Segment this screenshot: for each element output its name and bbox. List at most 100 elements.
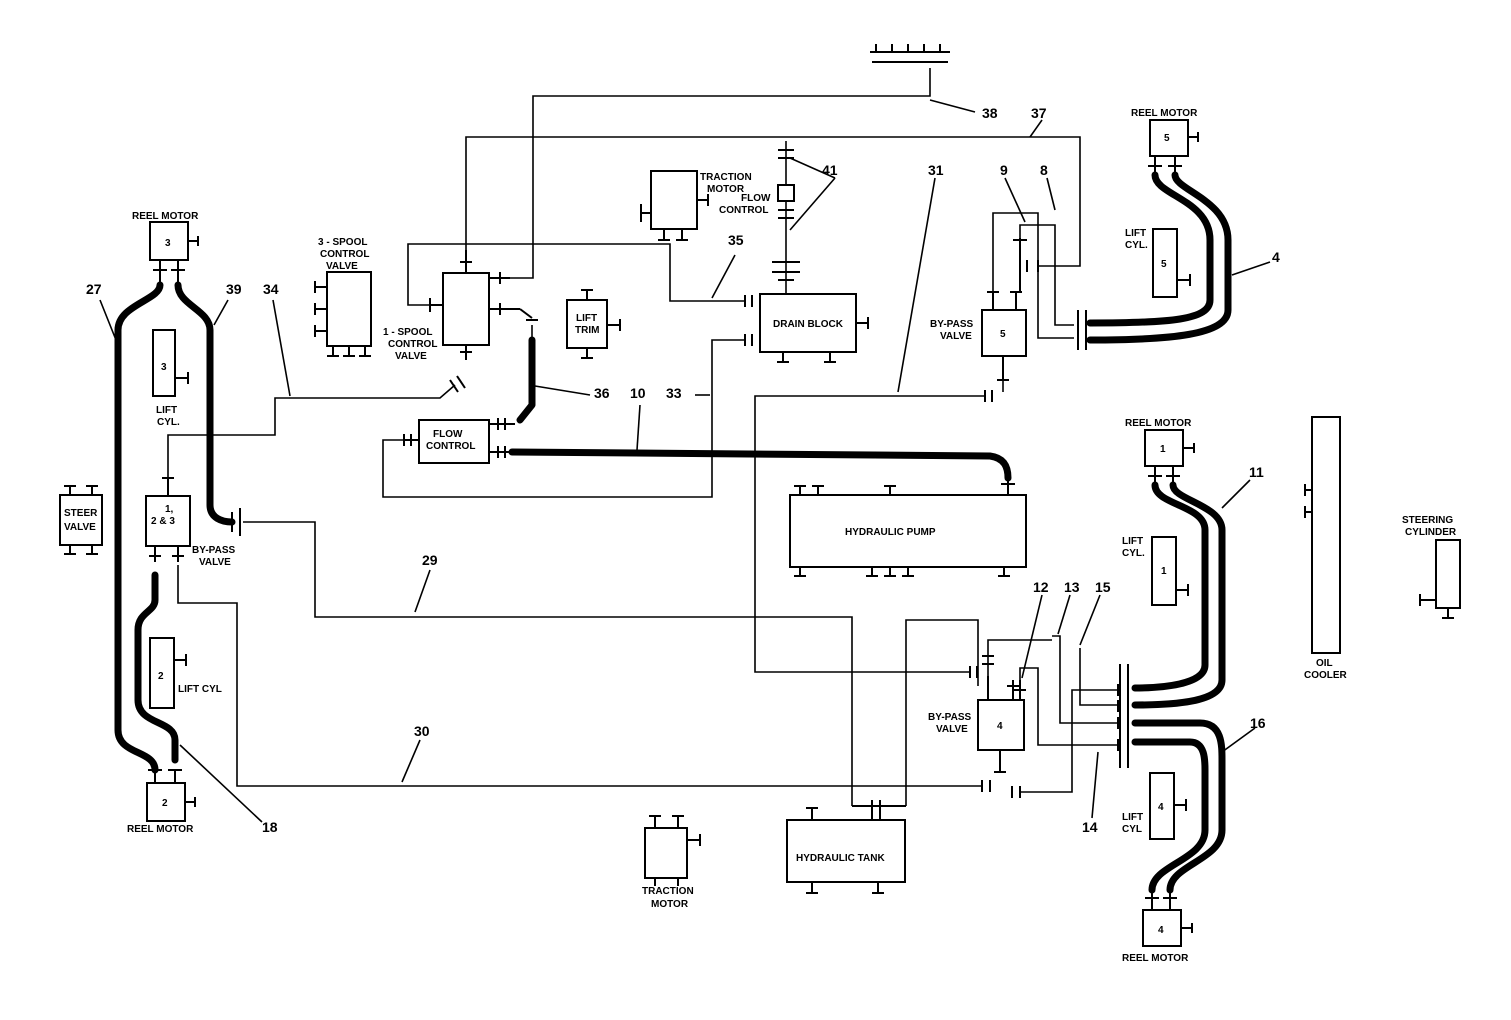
components [59, 119, 1461, 947]
callout-39: 39 [226, 281, 242, 297]
reel-motor-4 [1142, 909, 1182, 947]
bypass-123-line3: BY-PASS [192, 545, 235, 556]
hydraulic-lines [167, 68, 1120, 806]
fittings [64, 44, 1454, 933]
reel-motor-5 [1149, 119, 1189, 157]
bypass-5-line1: BY-PASS [930, 319, 973, 330]
callout-31: 31 [928, 162, 944, 178]
flow-control-top-line1: FLOW [741, 193, 771, 204]
callout-12: 12 [1033, 579, 1049, 595]
traction-motor-top-line2: MOTOR [707, 184, 745, 195]
bypass-5-number: 5 [1000, 329, 1006, 340]
lift-cyl-3 [152, 329, 176, 397]
spool1-line1: 1 - SPOOL [383, 327, 432, 338]
lift-cyl-3-number: 3 [161, 362, 167, 373]
lift-cyl-4-lift: LIFT [1122, 812, 1143, 823]
spool3-line1: 3 - SPOOL [318, 237, 367, 248]
callout-4: 4 [1272, 249, 1280, 265]
bypass-123-line2: 2 & 3 [151, 516, 175, 527]
steer-valve [59, 494, 103, 546]
traction-motor-top-line1: TRACTION [700, 172, 752, 183]
callout-27: 27 [86, 281, 102, 297]
callout-41: 41 [822, 162, 838, 178]
bypass-valve-4 [977, 699, 1025, 751]
traction-motor-bottom-line1: TRACTION [642, 886, 694, 897]
hydraulic-pump [789, 494, 1027, 568]
steering-cylinder-line2: CYLINDER [1405, 527, 1457, 538]
lift-cyl-5-cyl: CYL. [1125, 240, 1148, 251]
lift-trim-line1: LIFT [576, 313, 597, 324]
lift-cyl-2-label: LIFT CYL [178, 684, 222, 695]
callout-10: 10 [630, 385, 646, 401]
callout-33: 33 [666, 385, 682, 401]
callout-29: 29 [422, 552, 438, 568]
callout-35: 35 [728, 232, 744, 248]
callout-16: 16 [1250, 715, 1266, 731]
reel-motor-5-label: REEL MOTOR [1131, 108, 1198, 119]
spool3-line2: CONTROL [320, 249, 369, 260]
spool1-line2: CONTROL [388, 339, 437, 350]
callout-38: 38 [982, 105, 998, 121]
callout-18: 18 [262, 819, 278, 835]
lift-cyl-4-cyl: CYL [1122, 824, 1142, 835]
reel-motor-2-number: 2 [162, 798, 168, 809]
reel-motor-1-number: 1 [1160, 444, 1166, 455]
bypass-123-line1: 1, [165, 504, 174, 515]
lift-cyl-1 [1151, 536, 1177, 606]
callout-9: 9 [1000, 162, 1008, 178]
callout-13: 13 [1064, 579, 1080, 595]
bypass-4-line1: BY-PASS [928, 712, 971, 723]
bypass-4-line2: VALVE [936, 724, 968, 735]
hydraulic-pump-label: HYDRAULIC PUMP [845, 527, 936, 538]
lift-cyl-3-lift: LIFT [156, 405, 177, 416]
reel-motor-3 [149, 221, 189, 261]
heavy-hoses [114, 171, 1232, 894]
drain-block-label: DRAIN BLOCK [773, 319, 844, 330]
hydraulic-tank-label: HYDRAULIC TANK [796, 853, 885, 864]
spool1-valve [442, 272, 490, 346]
flow-control-mid [418, 419, 490, 464]
lift-cyl-2 [149, 637, 175, 709]
spool3-line3: VALVE [326, 261, 358, 272]
hydraulic-tank [786, 819, 906, 883]
callout-leaders [99, 99, 1271, 823]
reel-motor-2-label: REEL MOTOR [127, 824, 194, 835]
flow-control-mid-line2: CONTROL [426, 441, 475, 452]
callout-15: 15 [1095, 579, 1111, 595]
oil-cooler [1311, 416, 1341, 654]
traction-motor-bottom [644, 827, 688, 879]
steer-valve-line2: VALVE [64, 522, 96, 533]
lift-cyl-1-lift: LIFT [1122, 536, 1143, 547]
callout-34: 34 [263, 281, 279, 297]
reel-motor-5-number: 5 [1164, 133, 1170, 144]
traction-motor-top [650, 170, 698, 230]
flow-control-top-line2: CONTROL [719, 205, 768, 216]
reel-motor-1-label: REEL MOTOR [1125, 418, 1192, 429]
oil-cooler-line1: OIL [1316, 658, 1333, 669]
bypass-valve-123 [145, 495, 191, 547]
component-labels: REEL MOTOR 3 REEL MOTOR 5 REEL MOTOR 1 R… [64, 108, 1457, 964]
steer-valve-line1: STEER [64, 508, 98, 519]
lift-cyl-1-cyl: CYL. [1122, 548, 1145, 559]
reel-motor-3-number: 3 [165, 238, 171, 249]
reel-motor-3-label: REEL MOTOR [132, 211, 199, 222]
traction-motor-bottom-line2: MOTOR [651, 899, 689, 910]
callout-14: 14 [1082, 819, 1098, 835]
callout-36: 36 [594, 385, 610, 401]
spool3-valve [326, 271, 372, 347]
drain-block [759, 293, 857, 353]
reel-motor-4-number: 4 [1158, 925, 1164, 936]
lift-cyl-5 [1152, 228, 1178, 298]
steering-cylinder-line1: STEERING [1402, 515, 1453, 526]
callout-37: 37 [1031, 105, 1047, 121]
lift-cyl-4-number: 4 [1158, 802, 1164, 813]
callout-8: 8 [1040, 162, 1048, 178]
lift-trim-line2: TRIM [575, 325, 599, 336]
callout-30: 30 [414, 723, 430, 739]
callout-numbers: 38 37 41 31 9 8 35 4 27 39 34 36 10 33 1… [86, 105, 1280, 835]
lift-cyl-5-number: 5 [1161, 259, 1167, 270]
lift-cyl-5-lift: LIFT [1125, 228, 1146, 239]
bypass-4-number: 4 [997, 721, 1003, 732]
reel-motor-2 [146, 782, 186, 822]
